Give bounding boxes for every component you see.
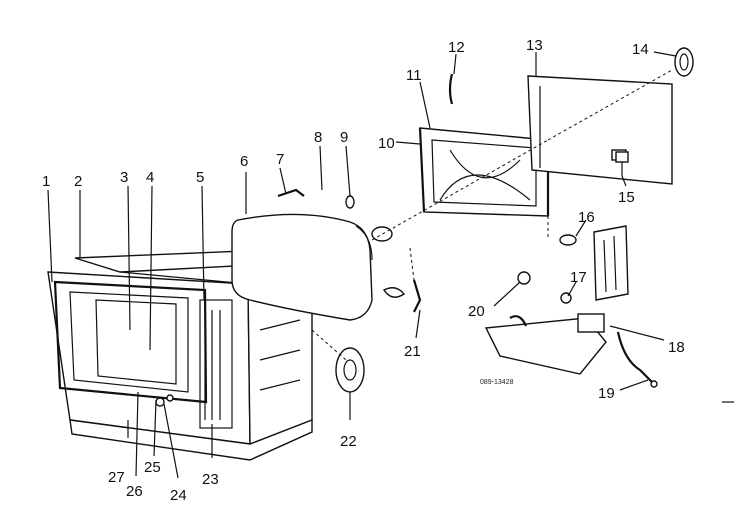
label-part-5: 5 xyxy=(196,169,204,186)
label-part-1: 1 xyxy=(42,173,50,190)
back-panel xyxy=(527,75,673,185)
label-part-11: 11 xyxy=(406,67,422,84)
label-part-2: 2 xyxy=(74,173,82,190)
leader-lines xyxy=(47,51,677,479)
label-part-21: 21 xyxy=(404,343,421,360)
chassis-frame xyxy=(418,127,550,217)
small-parts xyxy=(155,73,658,407)
label-part-22: 22 xyxy=(340,433,357,450)
label-part-13: 13 xyxy=(526,37,543,54)
label-part-18: 18 xyxy=(668,339,685,356)
label-part-23: 23 xyxy=(202,471,219,488)
label-part-16: 16 xyxy=(578,209,595,226)
label-part-26: 26 xyxy=(126,483,143,500)
label-part-17: 17 xyxy=(570,269,587,286)
label-part-19: 19 xyxy=(598,385,615,402)
label-part-9: 9 xyxy=(340,129,348,146)
label-part-12: 12 xyxy=(448,39,465,56)
label-part-27: 27 xyxy=(108,469,125,486)
picture-tube xyxy=(231,213,393,321)
label-part-4: 4 xyxy=(146,169,154,186)
label-part-24: 24 xyxy=(170,487,187,504)
label-part-7: 7 xyxy=(276,151,284,168)
label-part-3: 3 xyxy=(120,169,128,186)
label-part-10: 10 xyxy=(378,135,395,152)
label-part-20: 20 xyxy=(468,303,485,320)
label-part-14: 14 xyxy=(632,41,649,58)
label-part-8: 8 xyxy=(314,129,322,146)
label-part-15: 15 xyxy=(618,189,635,206)
label-part-25: 25 xyxy=(144,459,161,476)
diagram-code: 089-13428 xyxy=(480,379,514,386)
speaker-knob xyxy=(674,47,694,77)
part-labels: 1 2 3 4 5 6 7 8 9 10 11 12 13 14 15 16 1… xyxy=(42,37,685,504)
label-part-6: 6 xyxy=(240,153,248,170)
